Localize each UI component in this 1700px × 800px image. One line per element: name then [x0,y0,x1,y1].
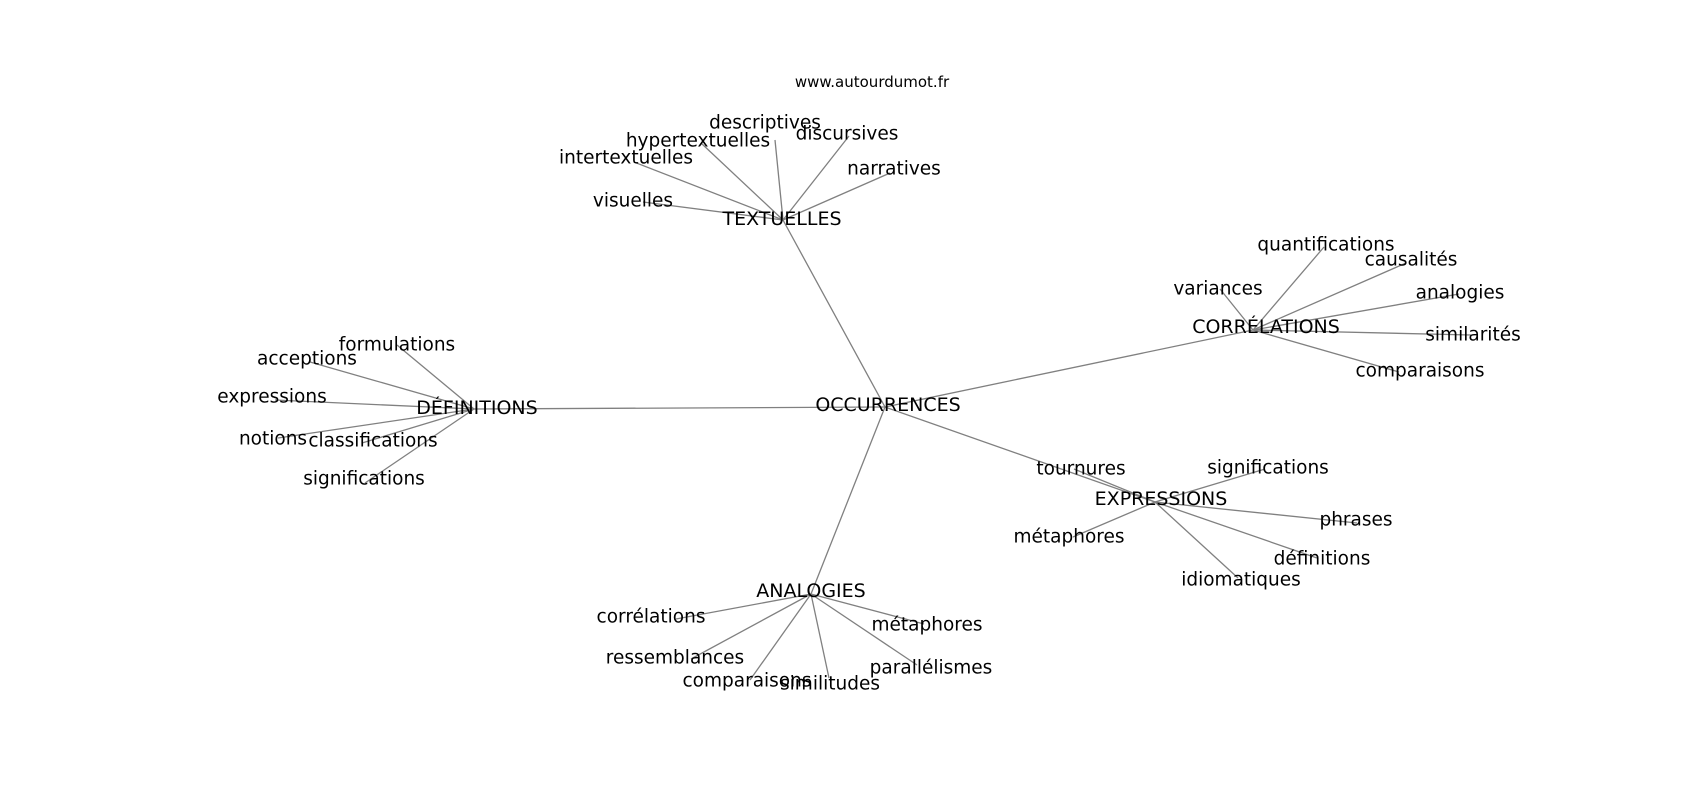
leaf-node-label: notions [239,429,307,450]
leaf-node-label: variances [1173,279,1262,300]
edge-hub-leaf [675,593,812,620]
leaf-node-label: phrases [1319,510,1392,531]
edge-hub-leaf [810,593,918,666]
edge-hub-leaf [782,135,850,221]
edge-hub-leaf [1219,288,1254,331]
edge-hub-leaf [774,139,784,221]
hub-node-label: EXPRESSIONS [1095,488,1228,510]
edge-hub-leaf [1154,501,1239,579]
edge-root-hub [884,329,1254,408]
edge-hub-leaf [1154,468,1266,503]
hub-node-label: CORRÉLATIONS [1192,315,1340,338]
leaf-node-label: narratives [847,159,941,180]
edge-hub-leaf [782,172,891,221]
leaf-node-label: ressemblances [606,648,744,669]
root-node-label: OCCURRENCES [815,394,960,416]
leaf-node-label: analogies [1416,283,1505,304]
edge-hub-leaf [1072,501,1156,538]
leaf-node-label: expressions [217,387,326,408]
edge-hub-leaf [810,593,830,679]
edge-hub-leaf [1252,329,1472,336]
edge-hub-leaf [690,593,812,660]
leaf-node-label: significations [1207,458,1329,479]
leaf-node-label: idiomatiques [1181,570,1301,591]
edge-hub-leaf [274,399,475,410]
leaf-node-label: définitions [1274,549,1371,570]
leaf-node-label: visuelles [593,191,673,212]
leaf-node-label: discursives [796,124,899,145]
leaf-node-label: causalités [1365,250,1458,271]
leaf-node-label: classifications [308,431,437,452]
leaf-node-label: quantifications [1257,235,1394,256]
edge-hub-leaf [364,408,475,484]
hub-node-label: ANALOGIES [756,580,865,602]
leaf-node-label: comparaisons [1356,361,1485,382]
leaf-node-label: comparaisons [683,671,812,692]
edge-hub-leaf [749,593,812,681]
edge-hub-leaf [396,344,475,410]
edge-hub-leaf [1252,262,1407,331]
edge-hub-leaf [1154,501,1358,524]
edge-root-hub [884,406,1156,503]
credit-watermark: www.autourdumot.fr [795,73,950,91]
labels-layer: www.autourdumot.fr OCCURRENCES TEXTUELLES… [217,73,1520,695]
edge-root-hub [473,406,886,410]
leaf-node-label: similitudes [780,674,880,695]
edge-root-hub [782,219,886,408]
leaf-node-label: significations [303,469,425,490]
hub-node-label: TEXTUELLES [721,208,841,230]
leaf-node-label: corrélations [597,607,706,628]
edge-hub-leaf [1252,293,1460,331]
edge-root-hub [810,406,886,595]
edge-hub-leaf [361,408,475,444]
leaf-node-label: similarités [1425,325,1520,346]
edge-hub-leaf [1252,329,1400,373]
leaf-node-label: hypertextuelles [626,131,770,152]
edge-hub-leaf [1154,501,1318,559]
edge-hub-leaf [810,593,925,625]
leaf-node-label: acceptions [257,349,357,370]
hub-node-label: DÉFINITIONS [416,396,537,419]
leaf-node-label: métaphores [1014,527,1125,548]
leaf-node-label: descriptives [709,113,821,134]
leaf-node-label: parallélismes [870,658,993,679]
edge-hub-leaf [277,408,475,439]
edge-hub-leaf [700,142,784,221]
edge-hub-leaf [1252,246,1325,331]
edges-layer [274,135,1472,681]
leaf-node-label: tournures [1036,459,1125,480]
edge-hub-leaf [633,161,784,221]
edge-hub-leaf [642,201,784,221]
leaf-node-label: formulations [339,335,455,356]
leaf-node-label: intertextuelles [559,148,693,169]
leaf-node-label: métaphores [872,615,983,636]
edge-hub-leaf [309,361,475,410]
edge-hub-leaf [1073,468,1156,503]
